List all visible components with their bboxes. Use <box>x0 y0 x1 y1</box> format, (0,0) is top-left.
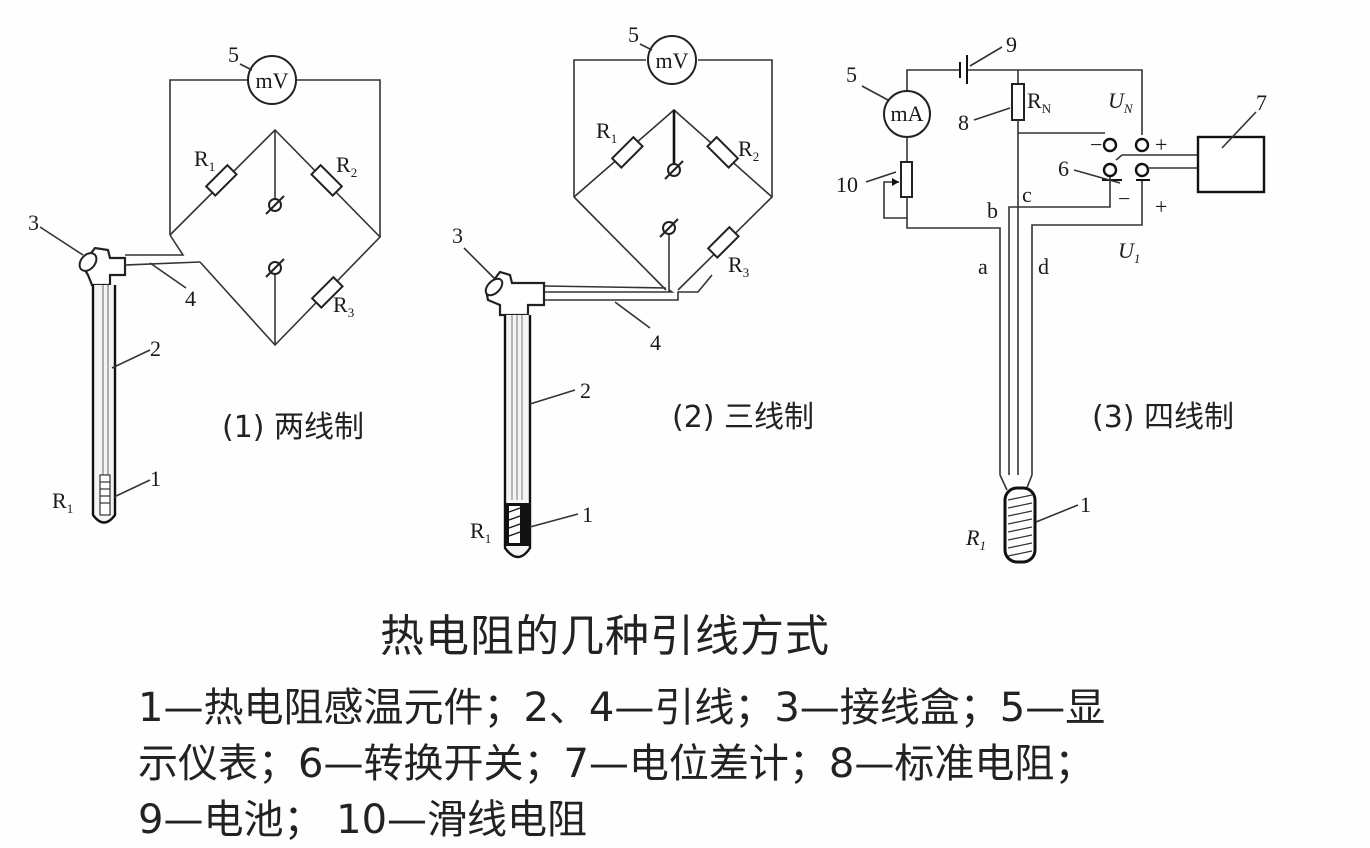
panel-two-wire: mV 5 R1 R2 R3 3 4 2 <box>28 42 382 524</box>
panel-three-wire: mV 5 R1 R2 R3 3 4 <box>452 22 774 559</box>
resistor-r3-icon <box>310 275 344 309</box>
caption-three-wire: (2) 三线制 <box>672 400 815 435</box>
svg-text:UN: UN <box>1108 88 1134 116</box>
svg-text:R1: R1 <box>194 146 215 174</box>
legend-line: 1—热电阻感温元件；2、4—引线；3—接线盒；5—显 <box>138 685 1106 731</box>
battery-icon <box>959 55 968 84</box>
svg-text:5: 5 <box>846 62 857 87</box>
svg-text:mV: mV <box>656 48 689 73</box>
svg-text:R1: R1 <box>596 118 617 146</box>
svg-text:−: − <box>1090 132 1102 157</box>
svg-text:6: 6 <box>1058 156 1069 181</box>
figure-legend: 1—热电阻感温元件；2、4—引线；3—接线盒；5—显 示仪表；6—转换开关；7—… <box>138 680 1268 848</box>
figure-title: 热电阻的几种引线方式 <box>380 611 830 662</box>
legend-line: 9—电池； 10—滑线电阻 <box>138 797 588 843</box>
svg-text:3: 3 <box>452 223 463 248</box>
svg-text:+: + <box>1155 194 1167 219</box>
svg-text:1: 1 <box>1080 492 1091 517</box>
svg-text:+: + <box>1155 132 1167 157</box>
svg-text:c: c <box>1022 182 1032 207</box>
svg-text:−: − <box>1118 186 1130 211</box>
svg-text:a: a <box>978 254 988 279</box>
panel-four-wire: 9 mA 5 10 RN 8 <box>836 32 1267 564</box>
svg-text:8: 8 <box>958 110 969 135</box>
svg-text:d: d <box>1038 254 1049 279</box>
caption-two-wire: (1) 两线制 <box>222 410 365 445</box>
wiring-diagrams: mV 5 R1 R2 R3 3 4 2 <box>28 22 1267 564</box>
svg-text:R2: R2 <box>738 136 759 164</box>
svg-text:4: 4 <box>185 286 196 311</box>
legend-line: 示仪表；6—转换开关；7—电位差计；8—标准电阻； <box>138 741 1095 787</box>
svg-text:5: 5 <box>628 22 639 47</box>
svg-text:7: 7 <box>1256 90 1267 115</box>
null-detector-icon <box>265 195 285 278</box>
resistor-r3-icon <box>706 225 740 259</box>
slide-wire-resistor-icon <box>900 161 913 198</box>
transfer-switch-icon <box>1102 137 1198 181</box>
resistor-r2-icon <box>310 163 344 197</box>
sensing-element-icon <box>506 503 529 546</box>
null-detector-icon <box>659 160 684 238</box>
svg-text:R1: R1 <box>470 518 491 546</box>
svg-text:5: 5 <box>228 42 239 67</box>
svg-text:4: 4 <box>650 330 661 355</box>
standard-resistor-icon <box>1011 83 1025 121</box>
protection-tube-icon <box>91 285 117 524</box>
caption-four-wire: (3) 四线制 <box>1092 400 1235 435</box>
svg-text:mV: mV <box>256 68 289 93</box>
svg-text:3: 3 <box>28 210 39 235</box>
svg-text:2: 2 <box>580 378 591 403</box>
svg-text:9: 9 <box>1006 32 1017 57</box>
sensing-element-icon <box>99 474 111 516</box>
svg-text:R3: R3 <box>333 292 354 320</box>
millivoltmeter-icon <box>247 55 297 105</box>
svg-text:R2: R2 <box>336 152 357 180</box>
svg-text:1: 1 <box>150 466 161 491</box>
svg-text:RN: RN <box>1027 88 1052 116</box>
svg-text:R1: R1 <box>52 488 73 516</box>
svg-text:b: b <box>987 198 998 223</box>
resistor-r1-icon <box>610 135 644 169</box>
millivoltmeter-icon <box>647 35 697 85</box>
svg-text:2: 2 <box>150 336 161 361</box>
svg-text:R1: R1 <box>965 525 986 553</box>
svg-text:U1: U1 <box>1118 238 1140 266</box>
resistor-r2-icon <box>706 135 740 169</box>
svg-text:10: 10 <box>836 172 858 197</box>
sensing-element-icon <box>1003 486 1037 564</box>
svg-text:1: 1 <box>582 502 593 527</box>
resistor-r1-icon <box>204 163 238 197</box>
potentiometer-icon <box>1196 135 1266 194</box>
svg-text:mA: mA <box>891 101 924 126</box>
svg-text:R3: R3 <box>728 252 749 280</box>
